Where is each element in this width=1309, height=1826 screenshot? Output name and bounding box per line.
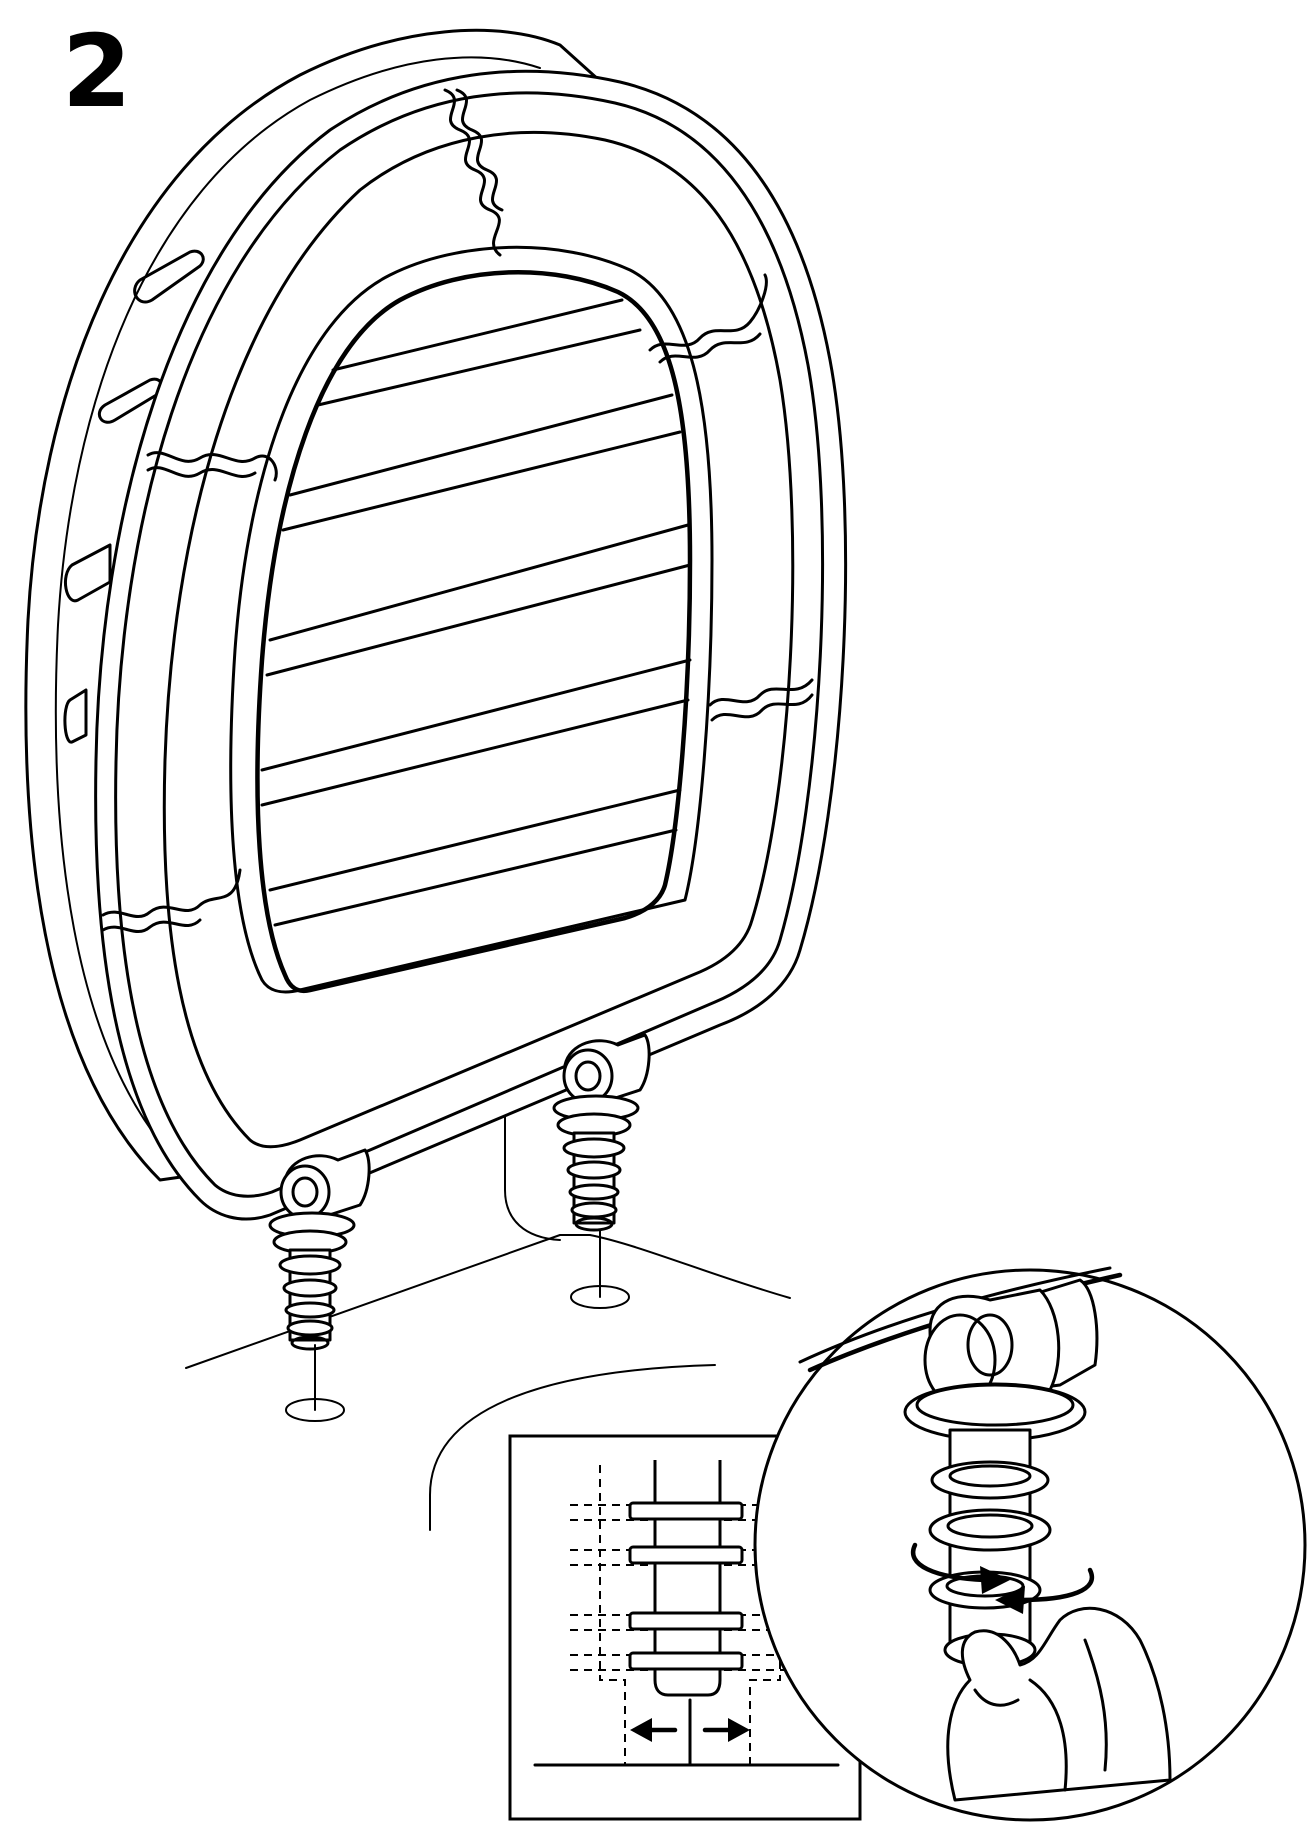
toilet-seat [94, 69, 848, 1221]
hinge-bolt-left [268, 1148, 371, 1351]
detail-circle [753, 1266, 1307, 1822]
step-number: 2 [62, 13, 132, 130]
hinge-bolt-right [552, 1033, 651, 1232]
